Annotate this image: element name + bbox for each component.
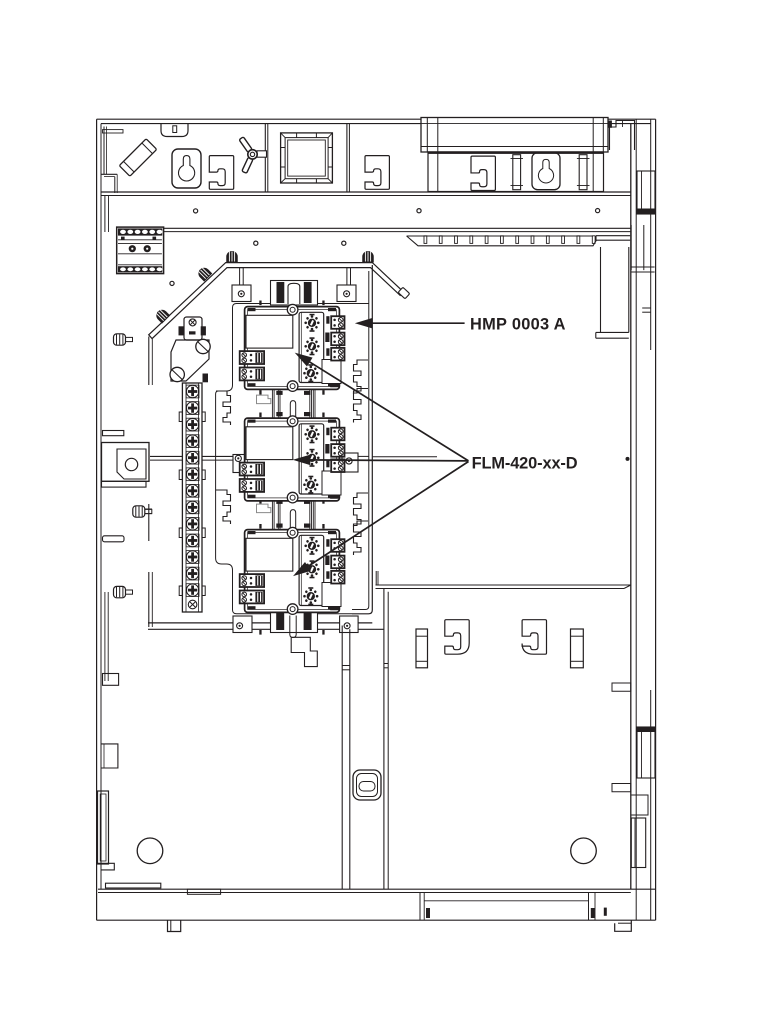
svg-text:FLM-420-xx-D: FLM-420-xx-D (472, 454, 578, 472)
svg-text:HMP 0003 A: HMP 0003 A (470, 316, 566, 334)
